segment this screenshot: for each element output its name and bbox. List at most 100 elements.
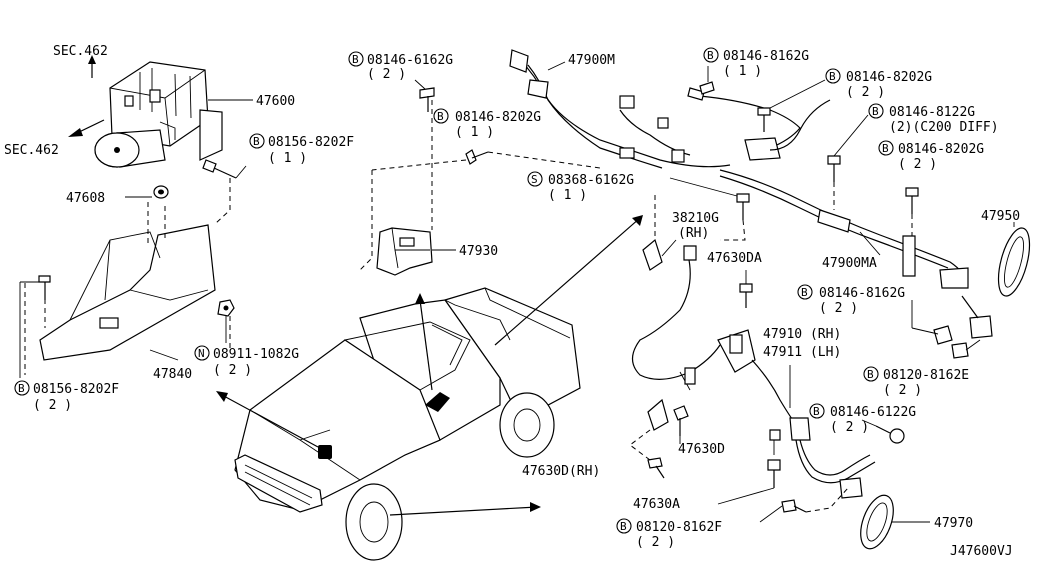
- bolt-08156-8202f-lower-icon[interactable]: [19, 275, 51, 378]
- part-47600-label: 47600: [256, 94, 295, 109]
- sec462-left-label: SEC.462: [4, 143, 59, 158]
- sensor-47930[interactable]: [359, 100, 456, 276]
- svg-text:( 2 ): ( 2 ): [830, 420, 869, 435]
- part-38210g-sub-label: (RH): [678, 226, 709, 241]
- part-47630d-rh-label: 47630D(RH): [522, 464, 600, 479]
- bracket-38210g[interactable]: [642, 238, 677, 271]
- part-47910-label: 47910 (RH): [763, 327, 841, 342]
- svg-text:B: B: [18, 382, 25, 395]
- svg-text:08368-6162G: 08368-6162G: [548, 173, 634, 188]
- part-47900m-label: 47900M: [568, 53, 615, 68]
- svg-text:08146-6122G: 08146-6122G: [830, 405, 916, 420]
- callout-b-08156-8202f-1: B 08156-8202F ( 1 ): [249, 133, 354, 166]
- part-47608-label: 47608: [66, 191, 105, 206]
- callout-s-08368-6162g: S 08368-6162G ( 1 ): [527, 171, 634, 203]
- grommet-47608-icon[interactable]: [125, 185, 169, 199]
- svg-text:( 2 ): ( 2 ): [846, 85, 885, 100]
- callout-b-08146-8202g-a: B 08146-8202G ( 1 ): [433, 108, 541, 140]
- sec462-top-label: SEC.462: [53, 44, 108, 59]
- svg-text:08120-8162F: 08120-8162F: [636, 520, 722, 535]
- part-47970-label: 47970: [934, 516, 973, 531]
- svg-text:08146-8162G: 08146-8162G: [723, 49, 809, 64]
- part-47950-label: 47950: [981, 209, 1020, 224]
- svg-text:( 1 ): ( 1 ): [723, 64, 762, 79]
- screw-08368-6162g-icon[interactable]: [654, 177, 750, 241]
- location-arrows: [216, 215, 643, 516]
- rear-sensor-right[interactable]: [911, 295, 993, 359]
- callout-b-08146-8162g-top: B 08146-8162G ( 1 ): [703, 47, 809, 79]
- svg-text:( 2 ): ( 2 ): [367, 67, 406, 82]
- svg-text:( 2 ): ( 2 ): [883, 383, 922, 398]
- svg-text:( 1 ): ( 1 ): [455, 125, 494, 140]
- svg-text:( 2 ): ( 2 ): [819, 301, 858, 316]
- callout-b-08120-8162e: B 08120-8162E ( 2 ): [863, 366, 969, 398]
- bolt-08146-8162g-top-icon[interactable]: [699, 66, 715, 95]
- part-47630da-label: 47630DA: [707, 251, 762, 266]
- svg-text:( 1 ): ( 1 ): [548, 188, 587, 203]
- bolt-47630d-icon[interactable]: [673, 405, 689, 444]
- svg-text:08911-1082G: 08911-1082G: [213, 347, 299, 362]
- harness-47900ma[interactable]: [719, 169, 969, 289]
- svg-text:S: S: [531, 173, 538, 186]
- abs-actuator-assembly[interactable]: [68, 55, 253, 168]
- svg-text:08146-8202G: 08146-8202G: [846, 70, 932, 85]
- part-47630d-label: 47630D: [678, 442, 725, 457]
- callout-b-08146-6122g: B 08146-6122G ( 2 ): [809, 403, 916, 435]
- svg-text:B: B: [620, 520, 627, 533]
- svg-text:( 1 ): ( 1 ): [268, 151, 307, 166]
- svg-text:( 2 ): ( 2 ): [33, 398, 72, 413]
- bolt-08146-8202g-b-icon[interactable]: [757, 79, 826, 132]
- callout-b-08146-8162g-mid: B 08146-8162G ( 2 ): [797, 284, 905, 316]
- svg-text:( 2 ): ( 2 ): [898, 157, 937, 172]
- pickup-truck-illustration: [234, 287, 581, 561]
- part-47900ma-label: 47900MA: [822, 256, 877, 271]
- tone-ring-47970[interactable]: [854, 491, 930, 553]
- bolt-08156-8202f-icon[interactable]: [202, 159, 247, 179]
- bolt-47630a-icon[interactable]: [717, 429, 781, 505]
- part-47911-label: 47911 (LH): [763, 345, 841, 360]
- svg-text:( 2 ): ( 2 ): [636, 535, 675, 550]
- harness-47900m[interactable]: [509, 49, 831, 169]
- bolt-47630da-icon[interactable]: [739, 270, 753, 308]
- bolt-08146-8202g-c-icon[interactable]: [905, 187, 919, 236]
- svg-text:08146-8122G: 08146-8122G: [889, 105, 975, 120]
- svg-text:08120-8162E: 08120-8162E: [883, 368, 969, 383]
- callout-b-08120-8162f: B 08120-8162F ( 2 ): [616, 518, 722, 550]
- callout-b-08156-8202f-2: B 08156-8202F ( 2 ): [14, 380, 119, 413]
- part-47630a-label: 47630A: [633, 497, 680, 512]
- svg-text:B: B: [872, 105, 879, 118]
- bolt-08146-6122g-icon[interactable]: [861, 419, 905, 444]
- bolt-47630d-rh-icon[interactable]: [629, 429, 665, 479]
- bolt-08146-8122g-icon[interactable]: [827, 114, 869, 210]
- svg-text:( 2 ): ( 2 ): [213, 363, 252, 378]
- part-38210g-label: 38210G: [672, 211, 719, 226]
- svg-text:B: B: [437, 110, 444, 123]
- nut-08911-1082g-icon[interactable]: [217, 299, 235, 343]
- svg-text:B: B: [253, 135, 260, 148]
- bolt-08146-6162g-icon[interactable]: [414, 79, 435, 112]
- svg-text:B: B: [882, 142, 889, 155]
- svg-text:08156-8202F: 08156-8202F: [268, 135, 354, 150]
- svg-text:08146-8202G: 08146-8202G: [898, 142, 984, 157]
- callout-b-08146-6162g: B 08146-6162G ( 2 ): [348, 51, 453, 82]
- callout-b-08146-8122g: B 08146-8122G (2)(C200 DIFF): [868, 103, 999, 135]
- svg-text:B: B: [867, 368, 874, 381]
- svg-text:B: B: [707, 49, 714, 62]
- diagram-code: J47600VJ: [950, 544, 1013, 559]
- bracket-47840[interactable]: [39, 224, 216, 361]
- svg-text:N: N: [198, 347, 205, 360]
- svg-text:08156-8202F: 08156-8202F: [33, 382, 119, 397]
- svg-text:B: B: [801, 286, 808, 299]
- part-47930-label: 47930: [459, 244, 498, 259]
- callout-b-08146-8202g-c: B 08146-8202G ( 2 ): [878, 140, 984, 172]
- svg-text:B: B: [352, 53, 359, 66]
- svg-text:B: B: [813, 405, 820, 418]
- callout-n-08911-1082g: N 08911-1082G ( 2 ): [194, 345, 299, 378]
- part-47840-label: 47840: [153, 367, 192, 382]
- front-sensor-harness-47910[interactable]: [631, 245, 876, 499]
- tone-ring-47950[interactable]: [992, 222, 1035, 299]
- bolt-08120-8162f-icon[interactable]: [759, 487, 849, 523]
- bolt-08146-8202g-a-icon[interactable]: [371, 149, 601, 171]
- svg-text:08146-6162G: 08146-6162G: [367, 53, 453, 68]
